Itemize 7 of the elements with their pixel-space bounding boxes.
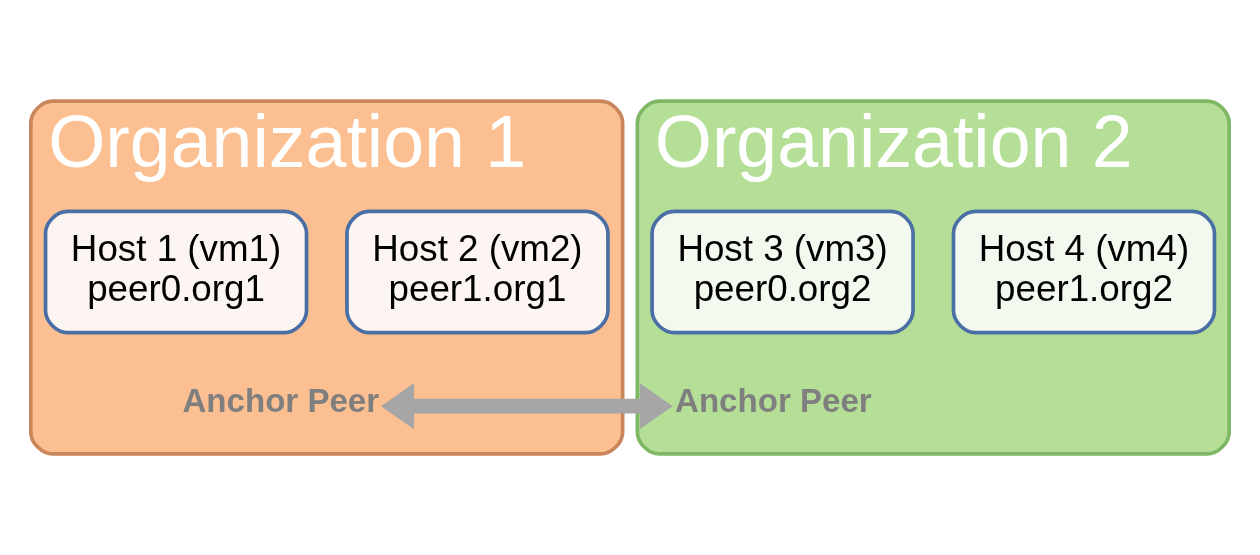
node-box: Host 3 (vm3) peer0.org2 <box>650 209 915 335</box>
node-text: Anchor Peer <box>182 382 380 420</box>
node-box: Host 4 (vm4) peer1.org2 <box>951 209 1217 335</box>
arrow <box>381 383 673 430</box>
node-box: Host 1 (vm1) peer0.org1 <box>43 209 309 335</box>
node-box: Host 2 (vm2) peer1.org1 <box>345 209 610 335</box>
node-text: Anchor Peer <box>675 382 872 420</box>
